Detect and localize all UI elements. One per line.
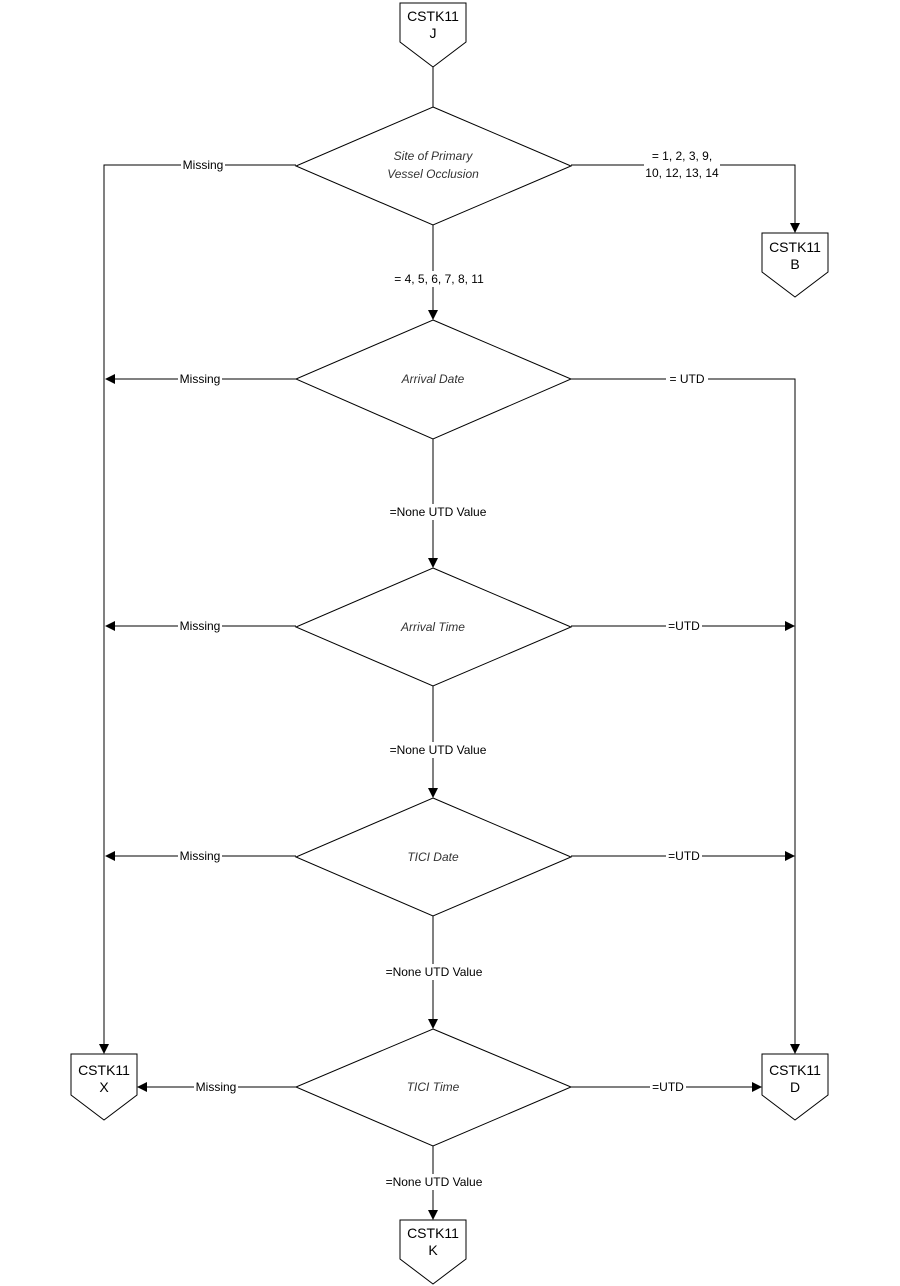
decision-label: TICI Time <box>407 1080 460 1094</box>
edge-label-arrival-time-utd: =UTD <box>668 619 700 633</box>
edge-label-arrival-date-missing: Missing <box>180 372 221 386</box>
edge-label-tici-date-none-utd: =None UTD Value <box>386 965 483 979</box>
arrowhead <box>428 1210 438 1220</box>
edge-label-site-codes-down: = 4, 5, 6, 7, 8, 11 <box>394 272 484 286</box>
connector-d: CSTK11 D <box>761 1053 829 1121</box>
arrowhead <box>428 788 438 798</box>
edge-label-arrival-time-missing: Missing <box>180 619 221 633</box>
arrowhead <box>428 1019 438 1029</box>
connector-b: CSTK11 B <box>761 232 829 298</box>
edge-label-arrival-date-utd: = UTD <box>669 372 704 386</box>
decision-label: Site of Primary <box>394 149 474 163</box>
edge-labels: Missing = 1, 2, 3, 9, 10, 12, 13, 14 = 4… <box>178 148 720 1190</box>
arrowheads <box>99 223 800 1220</box>
connector-letter: X <box>99 1079 109 1095</box>
arrowhead <box>790 1044 800 1054</box>
arrowhead <box>105 851 115 861</box>
arrowhead <box>105 621 115 631</box>
edge-label-site-codes-b: = 1, 2, 3, 9, <box>652 149 712 163</box>
decision-label: TICI Date <box>407 850 459 864</box>
connector-title: CSTK11 <box>78 1062 130 1078</box>
arrowhead <box>785 621 795 631</box>
connector-x: CSTK11 X <box>70 1053 138 1121</box>
connector-letter: K <box>428 1242 438 1258</box>
arrowhead <box>428 310 438 320</box>
edge-label-tici-time-missing: Missing <box>196 1080 237 1094</box>
connector-title: CSTK11 <box>407 1225 459 1241</box>
connector-letter: B <box>790 256 799 272</box>
connector-title: CSTK11 <box>769 239 821 255</box>
arrowhead <box>105 374 115 384</box>
decision-arrival-time: Arrival Time <box>294 567 573 687</box>
edge-label-tici-time-none-utd: =None UTD Value <box>386 1175 483 1189</box>
arrowhead <box>785 851 795 861</box>
edge-label-arrival-time-none-utd: =None UTD Value <box>390 743 487 757</box>
edge-label-arrival-date-none-utd: =None UTD Value <box>390 505 487 519</box>
connector-letter: D <box>790 1079 800 1095</box>
arrowhead <box>428 558 438 568</box>
arrowhead <box>790 223 800 233</box>
arrowhead <box>137 1082 147 1092</box>
connector-title: CSTK11 <box>769 1062 821 1078</box>
edge-label-tici-date-missing: Missing <box>180 849 221 863</box>
edge-label-tici-date-utd: =UTD <box>668 849 700 863</box>
decision-label: Vessel Occlusion <box>387 167 479 181</box>
decision-arrival-date: Arrival Date <box>294 319 573 440</box>
connector-start-j: CSTK11 J <box>399 2 467 68</box>
connector-k: CSTK11 K <box>399 1219 467 1285</box>
edge-label-site-missing: Missing <box>183 158 224 172</box>
connector-title: CSTK11 <box>407 8 459 24</box>
edge-label-tici-time-utd: =UTD <box>652 1080 684 1094</box>
arrowhead <box>99 1044 109 1054</box>
edge-label-site-codes-b: 10, 12, 13, 14 <box>645 166 719 180</box>
connector-letter: J <box>430 25 437 41</box>
decision-site-of-primary-vessel-occlusion: Site of Primary Vessel Occlusion <box>294 106 573 226</box>
arrowhead <box>752 1082 762 1092</box>
decision-tici-time: TICI Time <box>294 1028 573 1147</box>
decision-tici-date: TICI Date <box>294 797 573 917</box>
decision-label: Arrival Time <box>400 620 465 634</box>
decision-label: Arrival Date <box>401 372 465 386</box>
